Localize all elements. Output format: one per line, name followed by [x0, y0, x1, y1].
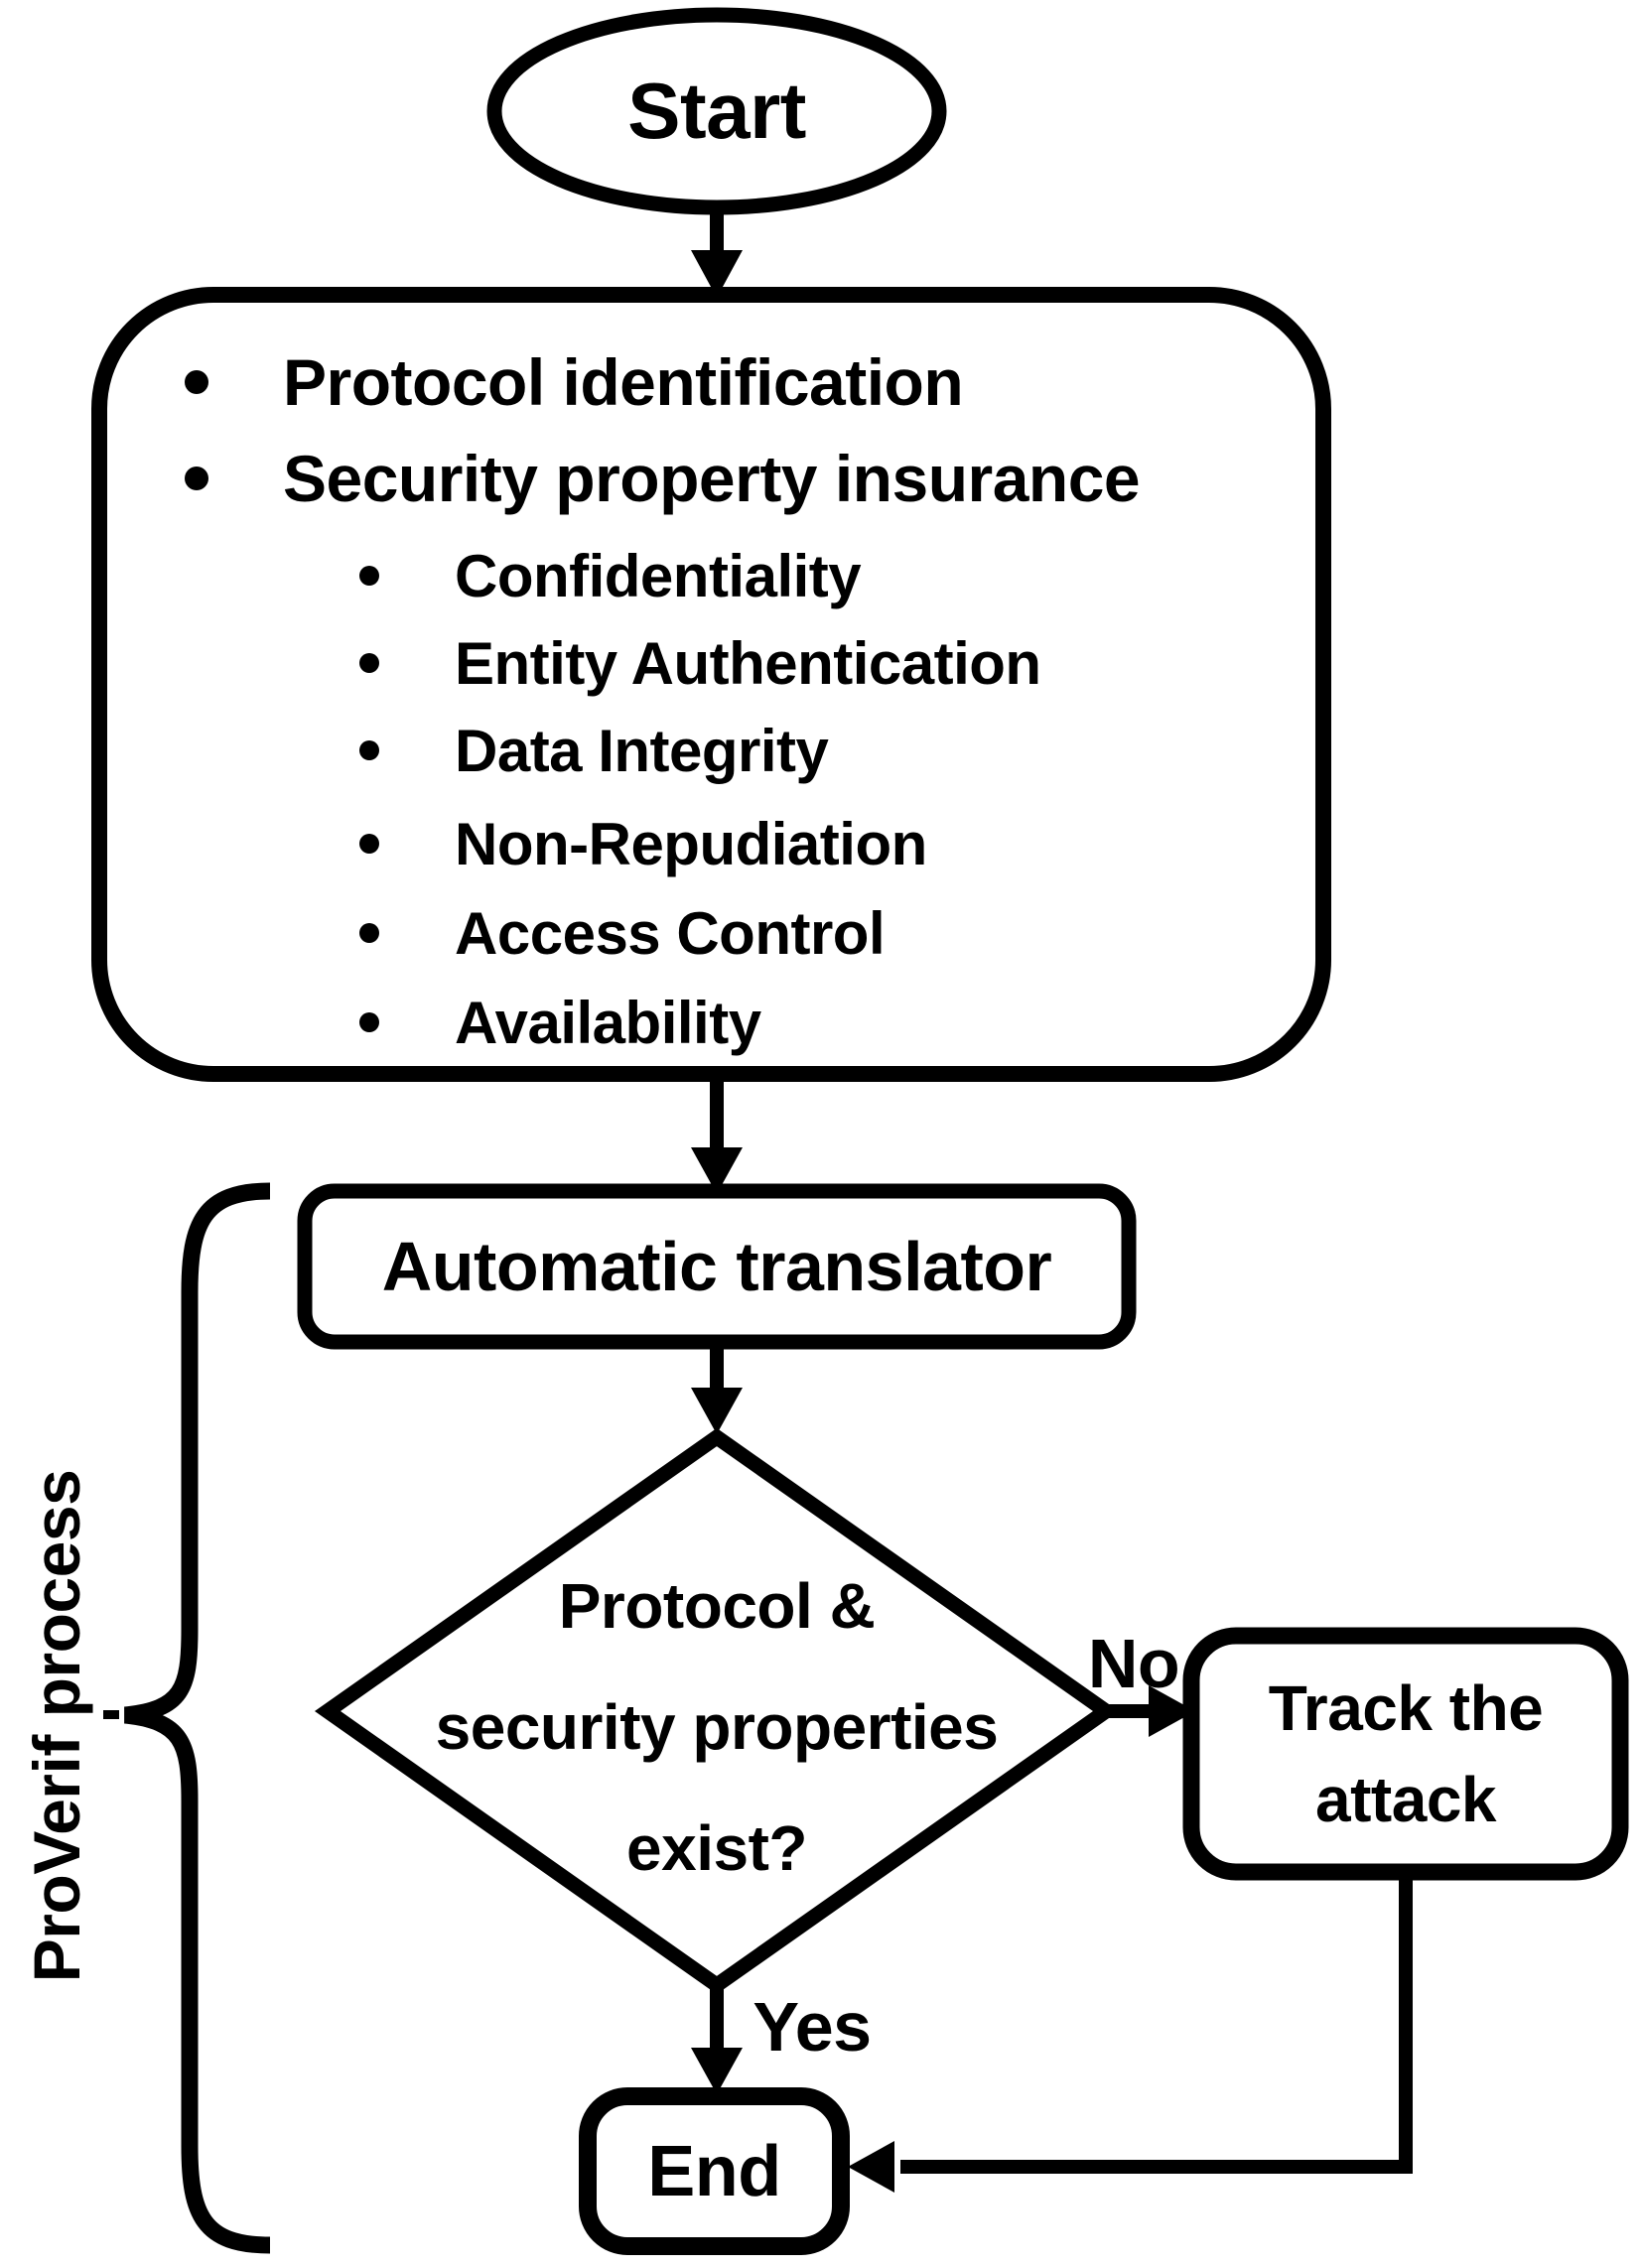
proverif-process-label: ProVerif process: [20, 1469, 93, 1983]
bullet-icon: [359, 923, 379, 943]
bullet-icon: [185, 370, 208, 394]
bullet-icon: [359, 834, 379, 854]
list-item-label: Access Control: [455, 899, 886, 967]
list-item-data-integrity: Data Integrity: [359, 706, 829, 795]
bullet-icon: [359, 740, 379, 760]
translator-node-label: Automatic translator: [381, 1228, 1052, 1305]
list-item-non-repudiation: Non-Repudiation: [359, 799, 927, 888]
end-node-label: End: [647, 2131, 781, 2211]
start-node-label: Start: [627, 67, 806, 155]
decision-line-2: security properties: [435, 1691, 999, 1763]
bullet-icon: [185, 467, 208, 490]
arrow-start-to-requirements: [691, 207, 743, 298]
decision-line-1: Protocol &: [558, 1570, 876, 1642]
edge-label-no: No: [1087, 1625, 1180, 1702]
list-item-label: Data Integrity: [455, 717, 829, 784]
list-item-label: Protocol identification: [283, 345, 964, 419]
list-item-label: Entity Authentication: [455, 629, 1041, 697]
track-attack-line-2: attack: [1315, 1764, 1497, 1835]
list-item-label: Confidentiality: [455, 542, 862, 609]
track-attack-line-1: Track the: [1268, 1672, 1544, 1744]
list-item-label: Non-Repudiation: [455, 810, 927, 877]
bullet-icon: [359, 653, 379, 673]
list-item-access-control: Access Control: [359, 888, 886, 978]
arrow-requirements-to-translator: [691, 1074, 743, 1194]
list-item-label: Security property insurance: [283, 442, 1141, 515]
bullet-icon: [359, 566, 379, 586]
list-item-security-property-insurance: Security property insurance: [185, 434, 1141, 523]
arrow-track-to-end: [848, 1872, 1413, 2193]
brace-tick: [103, 1710, 119, 1719]
list-item-confidentiality: Confidentiality: [359, 531, 862, 620]
decision-node-label: Protocol & security properties exist?: [320, 1544, 1114, 1910]
track-attack-node-label: Track the attack: [1191, 1636, 1620, 1872]
arrow-translator-to-decision: [691, 1342, 743, 1434]
edge-label-yes: Yes: [753, 1988, 872, 2066]
list-item-entity-authentication: Entity Authentication: [359, 618, 1041, 708]
proverif-brace: [103, 1182, 271, 2254]
arrow-yes: [691, 1985, 743, 2094]
list-item-label: Availability: [455, 989, 761, 1056]
bullet-icon: [359, 1012, 379, 1032]
arrow-no: [1106, 1685, 1195, 1737]
end-node-shape: [579, 2087, 850, 2255]
list-item-protocol-identification: Protocol identification: [185, 337, 964, 427]
decision-line-3: exist?: [626, 1812, 807, 1884]
list-item-availability: Availability: [359, 978, 761, 1067]
